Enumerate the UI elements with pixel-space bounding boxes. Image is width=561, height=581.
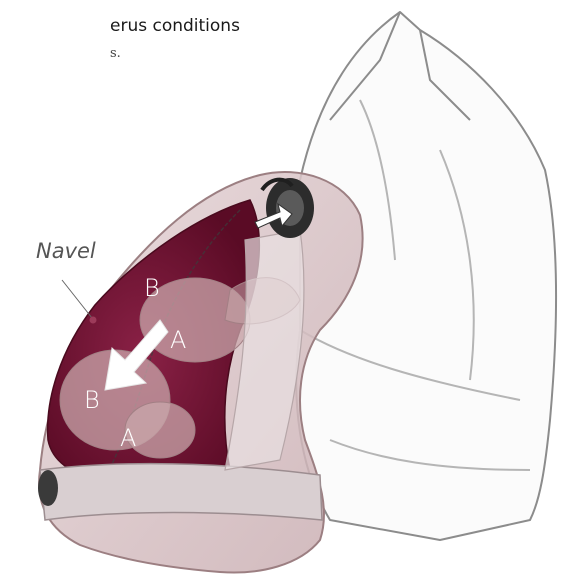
label-lower-a: A xyxy=(120,424,136,452)
label-lower-b: B xyxy=(84,386,100,414)
navel-pointer xyxy=(62,280,97,324)
navel-label: Navel xyxy=(36,239,96,263)
label-upper-a: A xyxy=(170,326,186,354)
label-upper-b: B xyxy=(144,274,160,302)
belt-band xyxy=(38,464,322,520)
